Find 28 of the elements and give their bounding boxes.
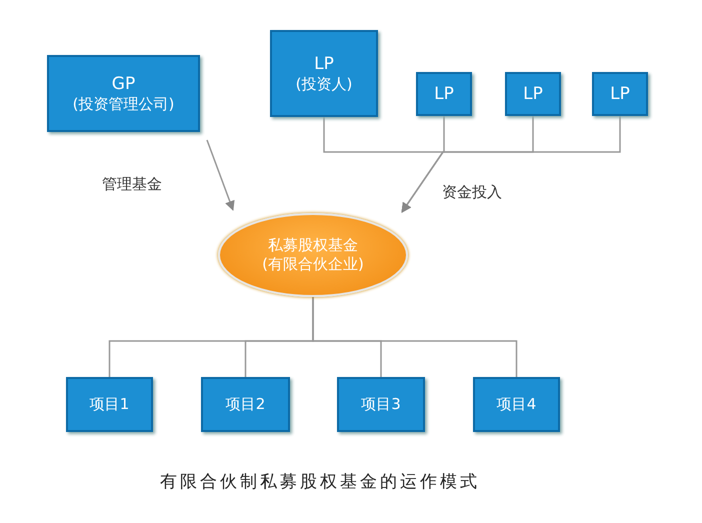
edge-label: 管理基金 — [100, 175, 164, 194]
node-text: GP — [112, 72, 136, 95]
project-box — [201, 377, 290, 432]
lp-box — [270, 30, 378, 117]
project-box — [473, 377, 560, 432]
project-box — [66, 377, 153, 432]
node-text: 项目1 — [90, 394, 130, 414]
node-text: LP — [610, 82, 630, 106]
node-text: 项目4 — [496, 394, 536, 414]
project-box — [337, 377, 425, 432]
caption: 有限合伙制私募股权基金的运作模式 — [160, 472, 480, 492]
lp-box — [505, 72, 561, 116]
node-text: LP — [314, 52, 334, 75]
node-text: LP — [523, 82, 543, 106]
lp-box — [416, 72, 472, 116]
node-text: (投资管理公司) — [72, 94, 174, 114]
node-text: LP — [434, 82, 454, 106]
node-text: 项目3 — [361, 394, 401, 414]
node-text: (投资人) — [296, 74, 352, 94]
connector — [206, 140, 235, 211]
connector — [401, 116, 621, 213]
connector — [312, 297, 518, 377]
node-text: 私募股权基金 — [268, 236, 358, 255]
node-text: (有限合伙企业) — [262, 255, 364, 274]
gp-box — [47, 55, 200, 132]
lp-box — [592, 72, 648, 116]
edge-label: 资金投入 — [440, 183, 504, 202]
node-text: 项目2 — [226, 394, 266, 414]
